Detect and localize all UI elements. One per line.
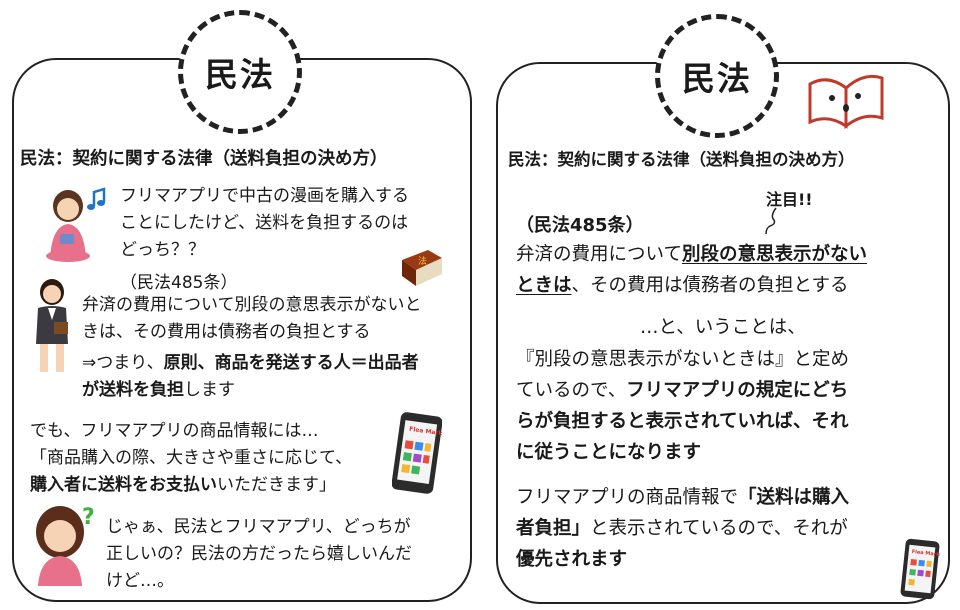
left-law-line-2: きは、その費用は債務者の負担とする xyxy=(82,322,371,342)
woman-music-icon xyxy=(46,187,106,262)
final-line-3: 優先されます xyxy=(516,549,628,570)
question-line-2: ことにしたけど、送料を負担するのは xyxy=(120,213,409,233)
left-law-line-1: 弁済の費用について別段の意思表示がないと xyxy=(82,295,422,315)
question-line-1: フリマアプリで中古の漫画を購入する xyxy=(120,186,409,206)
law-book-icon: 法 xyxy=(402,250,442,286)
right-law-line-2: ときは、その費用は債務者の負担とする xyxy=(516,275,849,296)
question-line-3: どっち？？ xyxy=(120,240,205,260)
phone-label-right: Flea Market xyxy=(911,549,940,559)
attention-pointer-icon xyxy=(765,207,777,235)
end-line-2: 正しいの？民法の方だったら嬉しいんだ xyxy=(106,544,412,564)
app-info-line-1: でも、フリマアプリの商品情報には… xyxy=(30,421,319,441)
conclusion-line-2: が送料を負担します xyxy=(82,380,235,400)
explanation-line-2: ているので、フリマアプリの規定にどち xyxy=(516,380,849,401)
businesswoman-icon xyxy=(36,279,68,372)
app-info-line-3: 購入者に送料をお支払いいただきます」 xyxy=(30,475,336,495)
explanation-line-3: らが負担すると表示されていれば、それ xyxy=(516,411,849,432)
right-heading: 民法：契約に関する法律（送料負担の決め方） xyxy=(508,150,855,169)
left-law-reference: （民法485条） xyxy=(120,273,238,293)
right-civil-law-badge: 民法 xyxy=(655,14,779,138)
right-panel xyxy=(496,62,950,604)
explanation-line-1: 『別段の意思表示がないときは』と定め xyxy=(516,349,850,370)
svg-text:?: ? xyxy=(82,505,95,530)
left-panel xyxy=(12,58,472,602)
app-info-line-2: 「商品購入の際、大きさや重さに応じて、 xyxy=(30,448,353,468)
explanation-line-4: に従うことになります xyxy=(516,442,702,463)
end-line-3: けど…。 xyxy=(106,571,174,591)
open-book-icon xyxy=(808,74,884,130)
final-line-2: 者負担」と表示されているので、それが xyxy=(516,518,848,539)
flea-market-phone-small-icon: Flea Market xyxy=(900,538,940,600)
law-book-label: 法 xyxy=(418,255,427,267)
final-line-1: フリマアプリの商品情報で「送料は購入 xyxy=(516,487,850,508)
conclusion-line-1: ⇒つまり、原則、商品を発送する人＝出品者 xyxy=(82,353,419,373)
right-law-line-1: 弁済の費用について別段の意思表示がない xyxy=(516,244,867,265)
left-civil-law-badge: 民法 xyxy=(178,10,302,134)
confused-woman-icon: ? xyxy=(36,505,95,586)
end-line-1: じゃぁ、民法とフリマアプリ、どっちが xyxy=(106,517,411,537)
transition-text: …と、いうことは、 xyxy=(640,317,806,338)
right-law-reference: （民法485条） xyxy=(516,215,644,236)
attention-note: 注目!! xyxy=(766,190,813,209)
flea-market-phone-icon: Flea Market xyxy=(392,412,442,494)
left-heading: 民法：契約に関する法律（送料負担の決め方） xyxy=(20,149,388,169)
